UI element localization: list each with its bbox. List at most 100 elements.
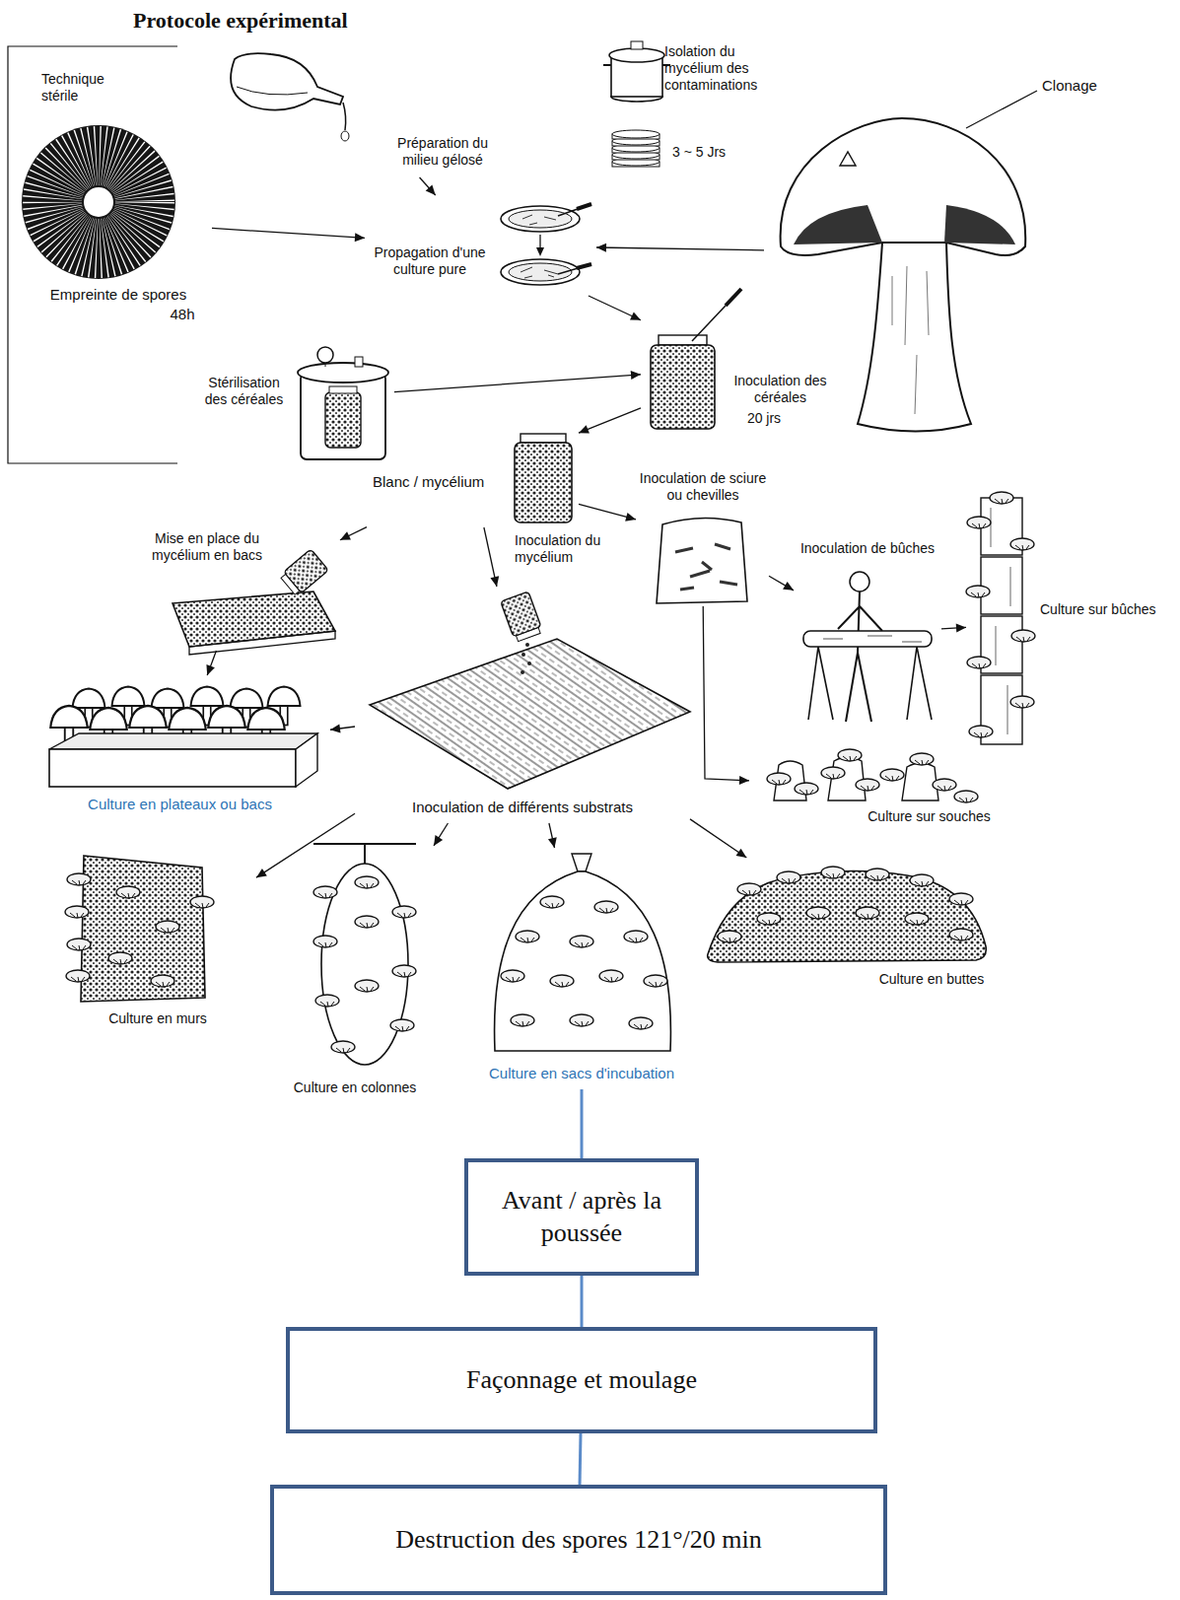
bag-culture-part [540, 896, 564, 908]
column-culture-part [354, 876, 379, 889]
petri-dishes-part [508, 209, 572, 228]
agar-flask-part [230, 53, 344, 110]
step-caption: Stérilisation des céréales [197, 374, 291, 409]
column-culture-part [313, 886, 338, 899]
substrate-bed-part [521, 652, 526, 657]
connector-line [580, 1089, 584, 1159]
tray-spawning [172, 549, 336, 655]
log-column-part [969, 725, 993, 738]
tray-spawning-part [278, 549, 329, 597]
connector-line [394, 374, 641, 393]
illustrated-step: Culture en murs [59, 847, 257, 1036]
mound-culture-part [776, 871, 801, 884]
arrow-head [354, 232, 365, 242]
wall-culture-part [150, 974, 175, 987]
log-inoculation-part [808, 646, 932, 720]
pressure-cooker [297, 347, 389, 460]
dish-stack-part [612, 130, 660, 139]
step-caption: Culture sur souches [862, 808, 996, 826]
arrow-head [340, 531, 351, 540]
arrow-head [956, 624, 967, 633]
spore-print-part [53, 156, 144, 248]
agar-flask-part [343, 102, 347, 131]
connector-line [702, 606, 750, 781]
step-caption: Culture en buttes [867, 971, 996, 988]
log-column-part [990, 507, 1011, 735]
connector-line [433, 823, 448, 846]
mound-culture [707, 866, 987, 963]
connector [394, 370, 641, 393]
arrow-head [548, 836, 557, 848]
arrow-head [630, 370, 641, 380]
illustrated-step: Blanc / mycélium [366, 423, 579, 528]
step-caption: Culture en plateaux ou bacs [29, 795, 331, 814]
stump-culture-part [766, 772, 791, 785]
arrow-head [206, 664, 214, 676]
diagram-title: Protocole expérimental [133, 7, 348, 34]
mound-culture-part [909, 874, 934, 887]
sterilizing-pot [603, 41, 671, 102]
spore-print [21, 125, 176, 279]
wall-culture-part [67, 938, 91, 951]
wall-culture-part [190, 896, 214, 908]
step-caption: Inoculation de bûches [793, 540, 942, 557]
wall-culture [65, 855, 214, 1002]
step-caption: Culture sur bûches [1040, 601, 1167, 619]
step-caption: Inoculation des céréales [719, 372, 841, 407]
grain-jar-part [692, 305, 726, 342]
step-caption: Préparation du milieu gélosé [384, 135, 501, 169]
log-inoculation [803, 571, 932, 722]
substrate-bed-part [527, 661, 532, 666]
stump-culture-part [909, 753, 934, 765]
stump-culture-part [837, 749, 862, 762]
step-caption: Culture en murs [59, 1010, 257, 1028]
pressure-cooker-part [325, 392, 361, 448]
arrow-head [624, 512, 636, 522]
connector [588, 295, 641, 321]
connector [330, 724, 355, 734]
leader-line [966, 90, 1038, 129]
connector [596, 243, 764, 253]
mound-culture-part [855, 906, 880, 919]
substrate-bed-part [525, 642, 530, 647]
bag-culture-part [643, 974, 668, 987]
mound-culture-part [949, 928, 973, 941]
connector [768, 575, 794, 591]
arrow-head [425, 185, 436, 196]
connector-line [419, 177, 436, 196]
stump-culture-part [880, 768, 904, 781]
bag-culture-part [569, 1014, 594, 1027]
log-inoculation-part [803, 630, 932, 647]
sterile-bracket [7, 46, 178, 464]
mound-culture-part [949, 893, 973, 905]
mushroom-section-part [839, 151, 856, 166]
mound-culture-part [737, 883, 762, 896]
column-culture-part [313, 843, 417, 866]
illustrated-step: Inoculation de sciure ou chevilles [635, 468, 769, 607]
arrow-head [739, 775, 750, 785]
mound-culture-part [806, 906, 831, 919]
spawn-jar [514, 433, 572, 523]
log-column-part [1010, 695, 1035, 708]
petri-dishes-part [576, 264, 592, 269]
step-caption: Empreinte de spores [34, 285, 203, 304]
bag-culture-part [569, 935, 594, 948]
log-column-part [966, 585, 990, 598]
step-caption: Culture en sacs d'incubation [473, 1064, 691, 1083]
petri-dishes-part [557, 204, 592, 216]
process-box: Destruction des spores 121°/20 min [270, 1484, 888, 1596]
illustrated-step: Propagation d'une culture pure [364, 195, 597, 296]
petri-dishes-part [500, 206, 580, 232]
wall-culture-part [65, 905, 89, 918]
connector [484, 527, 499, 587]
mound-culture-part [757, 912, 781, 925]
illustrated-step: Empreinte de spores48h [14, 118, 212, 326]
bag-culture-part [594, 901, 619, 913]
log-inoculation-part [823, 635, 922, 642]
step-caption: Clonage [1041, 76, 1126, 95]
mushroom-section-part [944, 205, 1016, 245]
tray-spawning-part-part [280, 573, 300, 595]
connector-line [207, 650, 216, 676]
log-column-part [967, 656, 991, 669]
